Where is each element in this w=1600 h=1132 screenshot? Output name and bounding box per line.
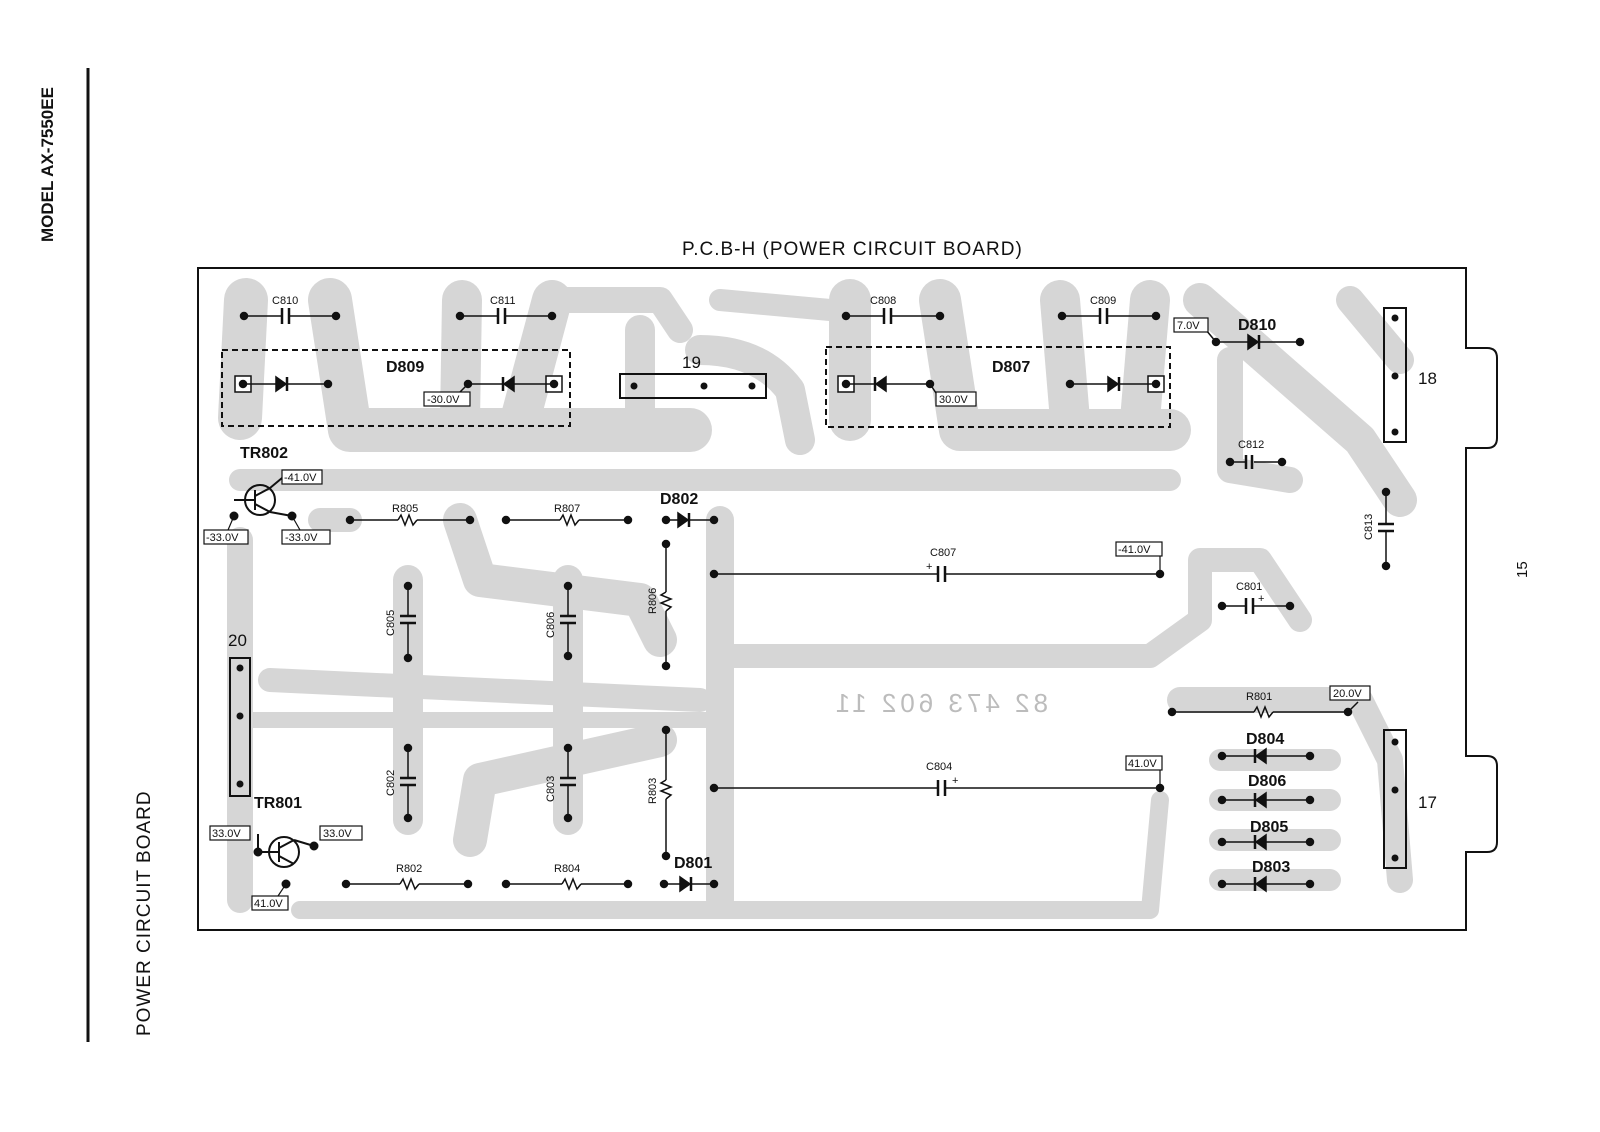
resistor-r802 [341, 876, 473, 892]
volt-33-a: 33.0V [212, 828, 241, 840]
voltage-leaders [227, 515, 1161, 897]
connector-17: 17 [1383, 729, 1437, 869]
volt-41-tr801: 41.0V [254, 898, 283, 910]
tr802-label: TR802 [240, 445, 288, 462]
resistor-r803 [658, 725, 674, 861]
d809-group-box [221, 349, 571, 427]
volt-minus41-tr802: -41.0V [284, 472, 317, 484]
diode-d806 [1217, 791, 1315, 809]
c812-label: C812 [1238, 439, 1264, 451]
r804-label: R804 [554, 863, 580, 875]
r807-label: R807 [554, 503, 580, 515]
volt-33-b: 33.0V [323, 828, 352, 840]
capacitor-c803 [560, 743, 576, 823]
capacitor-c808 [841, 308, 945, 324]
volt-41-c804: 41.0V [1128, 758, 1157, 770]
svg-text:+: + [952, 775, 958, 787]
volt-minus41-c807: -41.0V [1118, 544, 1151, 556]
d809-label: D809 [386, 359, 424, 376]
d801-label: D801 [674, 855, 712, 872]
resistor-r806 [658, 539, 674, 671]
d810-label: D810 [1238, 317, 1276, 334]
capacitor-c813 [1378, 487, 1394, 571]
capacitor-c810 [239, 308, 341, 324]
connector-19: 19 [619, 353, 767, 399]
c806-label: C806 [545, 612, 557, 638]
tr801-label: TR801 [254, 795, 302, 812]
diode-d810 [1205, 329, 1305, 351]
d807-label: D807 [992, 359, 1030, 376]
c801-label: C801 [1236, 581, 1262, 593]
resistor-r805 [345, 512, 475, 528]
d803-label: D803 [1252, 859, 1290, 876]
diode-d807-b [1065, 375, 1161, 393]
diode-d801 [659, 875, 719, 893]
r806-label: R806 [647, 588, 659, 614]
voltage-tags [203, 317, 1371, 911]
diode-d805 [1217, 833, 1315, 851]
c804-label: C804 [926, 761, 952, 773]
capacitor-c802 [400, 743, 416, 823]
d802-label: D802 [660, 491, 698, 508]
r805-label: R805 [392, 503, 418, 515]
c809-label: C809 [1090, 295, 1116, 307]
board-title: P.C.B-H (POWER CIRCUIT BOARD) [682, 239, 1023, 260]
connector-18-label: 18 [1418, 369, 1437, 388]
connector-18: 18 [1383, 307, 1437, 443]
volt-20: 20.0V [1333, 688, 1362, 700]
diode-d803 [1217, 875, 1315, 893]
c802-label: C802 [385, 770, 397, 796]
volt-7: 7.0V [1177, 320, 1200, 332]
capacitor-c809 [1057, 308, 1161, 324]
c813-label: C813 [1363, 514, 1375, 540]
d804-label: D804 [1246, 731, 1284, 748]
c810-label: C810 [272, 295, 298, 307]
diode-d802 [661, 511, 719, 529]
c808-label: C808 [870, 295, 896, 307]
capacitor-c806 [560, 581, 576, 661]
volt-minus33-b: -33.0V [285, 532, 318, 544]
c805-label: C805 [385, 610, 397, 636]
capacitor-c812 [1225, 455, 1287, 469]
r801-label: R801 [1246, 691, 1272, 703]
resistor-r804 [501, 876, 633, 892]
mirrored-board-code: 82 473 602 11 [832, 688, 1048, 718]
capacitor-c811 [455, 308, 557, 324]
c811-label: C811 [490, 295, 515, 307]
svg-text:+: + [1258, 593, 1264, 605]
c807-label: C807 [930, 547, 956, 559]
capacitor-c801: + [1217, 593, 1295, 614]
d806-label: D806 [1248, 773, 1286, 790]
r802-label: R802 [396, 863, 422, 875]
c803-label: C803 [545, 776, 557, 802]
capacitor-c805 [400, 581, 416, 663]
volt-30: 30.0V [939, 394, 968, 406]
svg-text:+: + [926, 561, 932, 573]
resistor-r807 [501, 512, 633, 528]
connector-19-label: 19 [682, 353, 701, 372]
r803-label: R803 [647, 778, 659, 804]
volt-minus33-a: -33.0V [206, 532, 239, 544]
connector-20-label: 20 [228, 631, 247, 650]
diode-d807-a [837, 375, 1165, 397]
resistor-r801 [1167, 701, 1359, 720]
d807-group-box [825, 346, 1171, 428]
connector-17-label: 17 [1418, 793, 1437, 812]
connector-20: 20 [228, 631, 251, 797]
diode-d804 [1217, 747, 1315, 765]
transistor-tr801 [253, 834, 319, 889]
volt-minus30: -30.0V [427, 394, 460, 406]
d805-label: D805 [1250, 819, 1288, 836]
